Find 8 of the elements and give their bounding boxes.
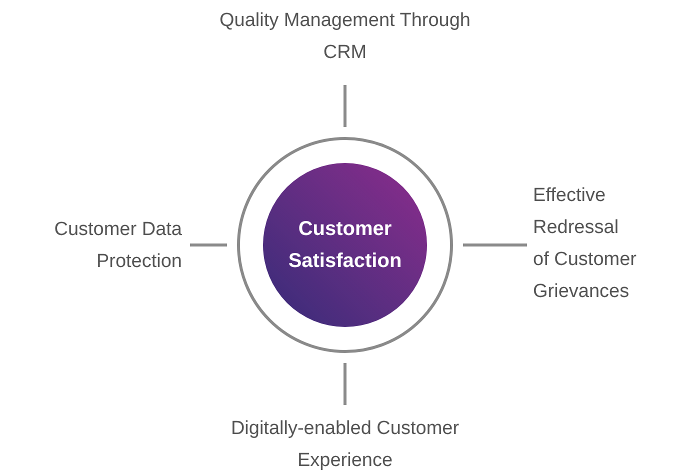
connector-line <box>463 244 527 246</box>
connector-line <box>190 244 227 246</box>
topic-label: Effective Redressal of Customer Grievances <box>533 180 638 308</box>
connector-line <box>344 85 346 127</box>
topic-label: Quality Management Through CRM <box>215 5 475 69</box>
connector-line <box>344 363 346 405</box>
topic-label: Digitally-enabled Customer Experience <box>215 413 475 474</box>
topic-label: Customer Data Protection <box>6 214 182 278</box>
